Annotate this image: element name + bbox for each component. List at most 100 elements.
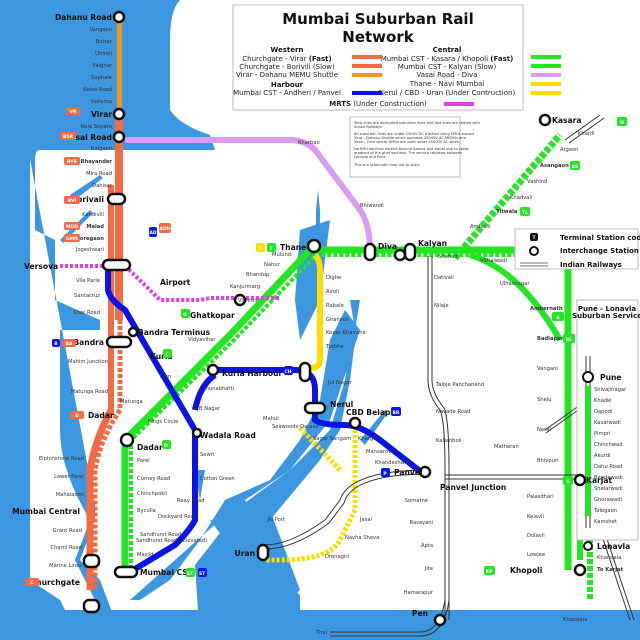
svg-text:Uran: Uran — [235, 549, 255, 558]
svg-text:Bandra Terminus: Bandra Terminus — [138, 328, 211, 337]
svg-text:Pimpri: Pimpri — [594, 431, 610, 437]
svg-text:Vile Parle: Vile Parle — [76, 278, 100, 284]
svg-text:Jui Nagar: Jui Nagar — [327, 380, 352, 386]
svg-text:Bhiwandi: Bhiwandi — [360, 203, 384, 209]
svg-text:Kanjurmarg: Kanjurmarg — [230, 284, 260, 290]
svg-text:Sion: Sion — [160, 374, 171, 380]
svg-text:Network: Network — [342, 28, 414, 46]
svg-text:Saphale: Saphale — [91, 75, 112, 81]
svg-text:KP: KP — [486, 569, 493, 575]
svg-text:Versova: Versova — [24, 262, 58, 271]
svg-text:Shelu: Shelu — [537, 397, 552, 403]
svg-text:Reay Road: Reay Road — [177, 498, 204, 504]
svg-text:Mumbai Suburban Rail: Mumbai Suburban Rail — [282, 10, 473, 28]
svg-text:Virar - Dahanu MEMU Shuttle: Virar - Dahanu MEMU Shuttle — [236, 71, 338, 79]
svg-text:Kamshet: Kamshet — [594, 519, 617, 525]
svg-text:Virar - Dahanu Shuttle which o: Virar - Dahanu Shuttle which operates 25… — [354, 136, 466, 140]
svg-text:Somatne: Somatne — [405, 498, 428, 504]
svg-text:Vangaon: Vangaon — [89, 27, 112, 33]
svg-text:Interchange Station: Interchange Station — [560, 247, 639, 255]
svg-text:Kurla: Kurla — [150, 352, 173, 361]
svg-text:Vasai - Diva where DMUs are us: Vasai - Diva where DMUs are used under 2… — [354, 140, 459, 144]
svg-text:CBD Belapur: CBD Belapur — [346, 408, 400, 417]
svg-text:B: B — [54, 341, 58, 347]
svg-text:Asangaon: Asangaon — [540, 163, 569, 169]
svg-text:Cotton Green: Cotton Green — [200, 476, 235, 482]
svg-text:Khar Road: Khar Road — [73, 310, 100, 316]
svg-text:Mumbai Central: Mumbai Central — [12, 507, 80, 516]
pune-box: Pune - Lonavla Suburban Service Pune Shi… — [572, 299, 640, 573]
svg-text:Chinchpokli: Chinchpokli — [137, 491, 167, 497]
svg-text:Mulund: Mulund — [272, 252, 291, 258]
svg-text:Santacruz: Santacruz — [74, 293, 100, 299]
svg-text:Wadala Road: Wadala Road — [200, 431, 256, 440]
svg-text:Panvel Junction: Panvel Junction — [440, 483, 506, 492]
key-box: T Terminal Station code Interchange Stat… — [514, 228, 640, 270]
svg-text:Suburban Service: Suburban Service — [572, 312, 640, 320]
svg-text:All suburban lines are under 1: All suburban lines are under 1500V DC tr… — [354, 132, 475, 136]
svg-text:AD: AD — [149, 230, 156, 236]
svg-text:Mahul: Mahul — [263, 416, 279, 422]
svg-text:Churchgate: Churchgate — [31, 578, 80, 587]
svg-text:Vangani: Vangani — [537, 366, 558, 372]
svg-text:Kharbao: Kharbao — [298, 140, 320, 146]
svg-text:GMN: GMN — [66, 236, 78, 242]
svg-text:GTB Nagar: GTB Nagar — [192, 406, 221, 412]
svg-text:Dativali: Dativali — [434, 275, 454, 281]
svg-text:MDD: MDD — [66, 224, 78, 230]
svg-text:TL: TL — [522, 210, 528, 216]
svg-text:Dadar: Dadar — [137, 443, 163, 452]
svg-text:Dronagiri: Dronagiri — [325, 554, 349, 560]
svg-text:Thane - Navi Mumbai: Thane - Navi Mumbai — [409, 80, 485, 88]
svg-text:Vasai Road: Vasai Road — [65, 133, 112, 142]
svg-text:AS: AS — [572, 164, 579, 170]
svg-text:Grant Road: Grant Road — [53, 528, 82, 534]
svg-text:Kelve Road: Kelve Road — [83, 87, 112, 93]
svg-text:ST: ST — [199, 571, 206, 577]
svg-text:Mira Road: Mira Road — [86, 171, 112, 177]
svg-text:Indian Railways: Indian Railways — [560, 261, 622, 269]
svg-text:C: C — [165, 352, 169, 358]
svg-text:T: T — [532, 235, 536, 241]
svg-text:Thal: Thal — [315, 630, 327, 636]
svg-text:Lowjee: Lowjee — [527, 552, 545, 558]
svg-text:Apta: Apta — [421, 543, 433, 549]
svg-text:Kalamboli: Kalamboli — [436, 438, 462, 444]
svg-text:N: N — [620, 120, 624, 126]
svg-text:Palghar: Palghar — [93, 63, 113, 69]
svg-text:Pen: Pen — [412, 609, 428, 618]
svg-text:Virar: Virar — [91, 110, 112, 119]
svg-text:CH: CH — [284, 369, 291, 375]
svg-text:S: S — [566, 479, 569, 485]
svg-text:Byculla: Byculla — [137, 508, 156, 514]
svg-text:Churchgate - Virar (Fast): Churchgate - Virar (Fast) — [242, 55, 331, 63]
svg-text:Terminal Station code: Terminal Station code — [560, 234, 640, 242]
station-code-badges: VR BSR BYR BVI MDD GMN AD ADH B BA D C S… — [25, 107, 627, 586]
svg-text:Mumbai CST - Kalyan (Slow): Mumbai CST - Kalyan (Slow) — [398, 63, 497, 71]
svg-text:Khardi: Khardi — [578, 131, 595, 137]
svg-text:Dadar: Dadar — [88, 411, 114, 420]
svg-text:Dapodi: Dapodi — [594, 409, 612, 415]
svg-text:Khandala: Khandala — [597, 555, 621, 561]
svg-text:No EMU services extend beyond: No EMU services extend beyond Kasara and… — [354, 147, 470, 151]
svg-text:Jite: Jite — [424, 566, 433, 572]
svg-text:Vikhroli: Vikhroli — [238, 298, 257, 304]
svg-text:Vasai Road - Diva: Vasai Road - Diva — [417, 71, 478, 79]
svg-text:BYR: BYR — [67, 159, 77, 165]
harbour-labels: Kurla Harbour Chunabhatti GTB Nagar Wada… — [148, 275, 506, 520]
svg-text:Shahad: Shahad — [438, 254, 458, 260]
legend-box: Mumbai Suburban Rail Network Western Chu… — [232, 4, 561, 111]
svg-text:Elphinstone Road: Elphinstone Road — [39, 456, 84, 462]
svg-text:Malad: Malad — [86, 224, 104, 230]
svg-text:Kurla Harbour: Kurla Harbour — [222, 369, 283, 378]
svg-text:Central: Central — [433, 46, 462, 54]
svg-text:Navha Sheva: Navha Sheva — [345, 535, 379, 541]
svg-text:Parel: Parel — [137, 458, 150, 464]
svg-text:Begdewadi: Begdewadi — [594, 475, 623, 481]
railway-labels: Dativali Nilaje Taloje Panchanand Navade… — [235, 140, 485, 636]
svg-text:Dahisar: Dahisar — [92, 183, 113, 189]
svg-text:Akurdi: Akurdi — [594, 453, 610, 459]
svg-text:Vithalwadi: Vithalwadi — [480, 258, 507, 264]
svg-text:Pune: Pune — [600, 373, 622, 382]
svg-text:This is a schematic map not to: This is a schematic map not to scale — [353, 163, 420, 167]
